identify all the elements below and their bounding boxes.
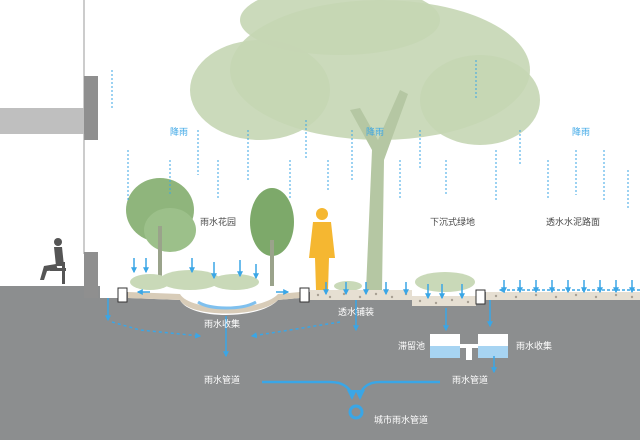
label-rain-pipe-right: 雨水管道 bbox=[452, 376, 489, 386]
label-rain-garden: 雨水花园 bbox=[200, 218, 237, 228]
label-rain-pipe-left: 雨水管道 bbox=[204, 376, 241, 386]
standing-person bbox=[309, 208, 335, 290]
pipe-flow bbox=[262, 380, 440, 420]
label-city-rain-pipe: 城市雨水管道 bbox=[374, 416, 429, 426]
label-rain-left: 降雨 bbox=[170, 128, 189, 138]
label-rain-right: 降雨 bbox=[572, 128, 591, 138]
underground-flow-arrows bbox=[105, 298, 497, 374]
label-sunken-greenland: 下沉式绿地 bbox=[430, 218, 476, 228]
large-tree bbox=[190, 0, 540, 290]
small-tree-left bbox=[126, 178, 196, 284]
detention-tanks bbox=[430, 334, 508, 360]
label-detention-pond: 滞留池 bbox=[398, 342, 426, 352]
rain-garden-basin bbox=[128, 292, 300, 314]
runoff-arrows bbox=[136, 287, 640, 295]
label-permeable-concrete: 透水水泥路面 bbox=[546, 218, 601, 228]
curbs bbox=[117, 287, 486, 305]
label-rain-center: 降雨 bbox=[366, 128, 385, 138]
small-tree-right bbox=[250, 188, 294, 286]
label-rain-collect-right: 雨水收集 bbox=[516, 342, 553, 352]
building bbox=[0, 0, 100, 298]
rain-streaks bbox=[111, 60, 629, 210]
ground bbox=[0, 292, 640, 440]
shrubs bbox=[130, 270, 475, 292]
label-permeable-paving: 透水铺装 bbox=[338, 308, 375, 318]
infiltration-arrows bbox=[131, 258, 635, 300]
sitting-person bbox=[40, 238, 66, 284]
label-rain-collect-left: 雨水收集 bbox=[204, 320, 241, 330]
